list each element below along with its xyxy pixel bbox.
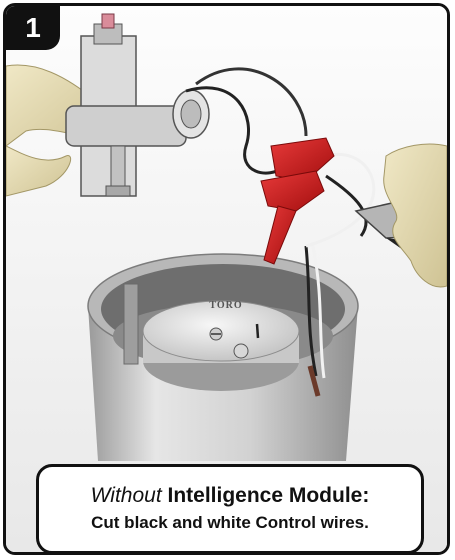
wire-connector bbox=[260, 137, 335, 265]
step-number: 1 bbox=[25, 12, 41, 43]
instruction-panel: TORO bbox=[3, 3, 450, 555]
step-number-badge: 1 bbox=[6, 6, 60, 50]
illustration: TORO bbox=[6, 6, 447, 552]
canister: TORO bbox=[87, 241, 359, 461]
caption-title: Without Intelligence Module: bbox=[39, 482, 421, 510]
caption-emphasis: Without bbox=[90, 484, 162, 507]
right-glove bbox=[383, 143, 447, 288]
cap-brand-text: TORO bbox=[209, 300, 242, 311]
solenoid-cap: TORO bbox=[142, 300, 300, 391]
valve-assembly bbox=[65, 13, 210, 197]
caption-instruction: Cut black and white Control wires. bbox=[91, 513, 369, 532]
caption-title-rest: Intelligence Module: bbox=[161, 484, 370, 507]
caption-box: Without Intelligence Module: Cut black a… bbox=[36, 464, 424, 552]
